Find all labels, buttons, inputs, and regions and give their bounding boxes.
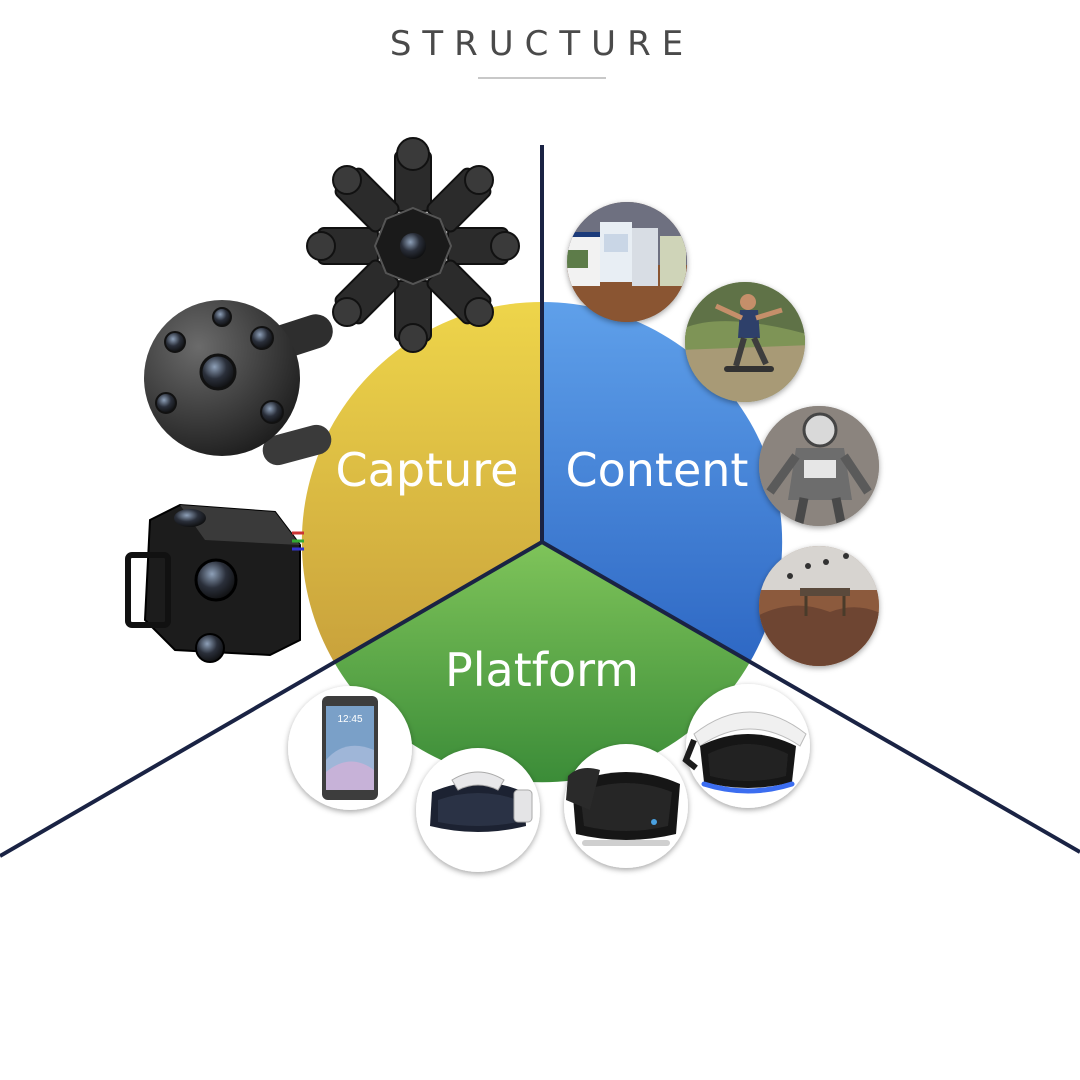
- title-underline: [478, 77, 606, 79]
- page-title: STRUCTURE: [389, 24, 695, 64]
- cube-360-camera-icon: [125, 503, 304, 663]
- divider-right: [541, 540, 1080, 854]
- phone-clock: 12:45: [337, 714, 362, 725]
- eight-camera-rig-icon: [306, 137, 520, 353]
- platform-label: Platform: [445, 643, 639, 697]
- content-label: Content: [566, 443, 749, 497]
- playstation-vr-headset-thumbnail: [682, 684, 810, 808]
- spherical-360-camera-icon: [144, 300, 333, 466]
- capture-label: Capture: [336, 443, 519, 497]
- divider-left: [0, 540, 544, 858]
- bikers-thumbnail: [759, 546, 879, 666]
- capture-segment: [301, 301, 542, 662]
- gear-vr-headset-thumbnail: [416, 748, 540, 872]
- skydiver-thumbnail: [759, 406, 879, 526]
- smartphone-thumbnail: 12:45: [288, 686, 412, 810]
- oculus-rift-headset-thumbnail: [564, 744, 688, 868]
